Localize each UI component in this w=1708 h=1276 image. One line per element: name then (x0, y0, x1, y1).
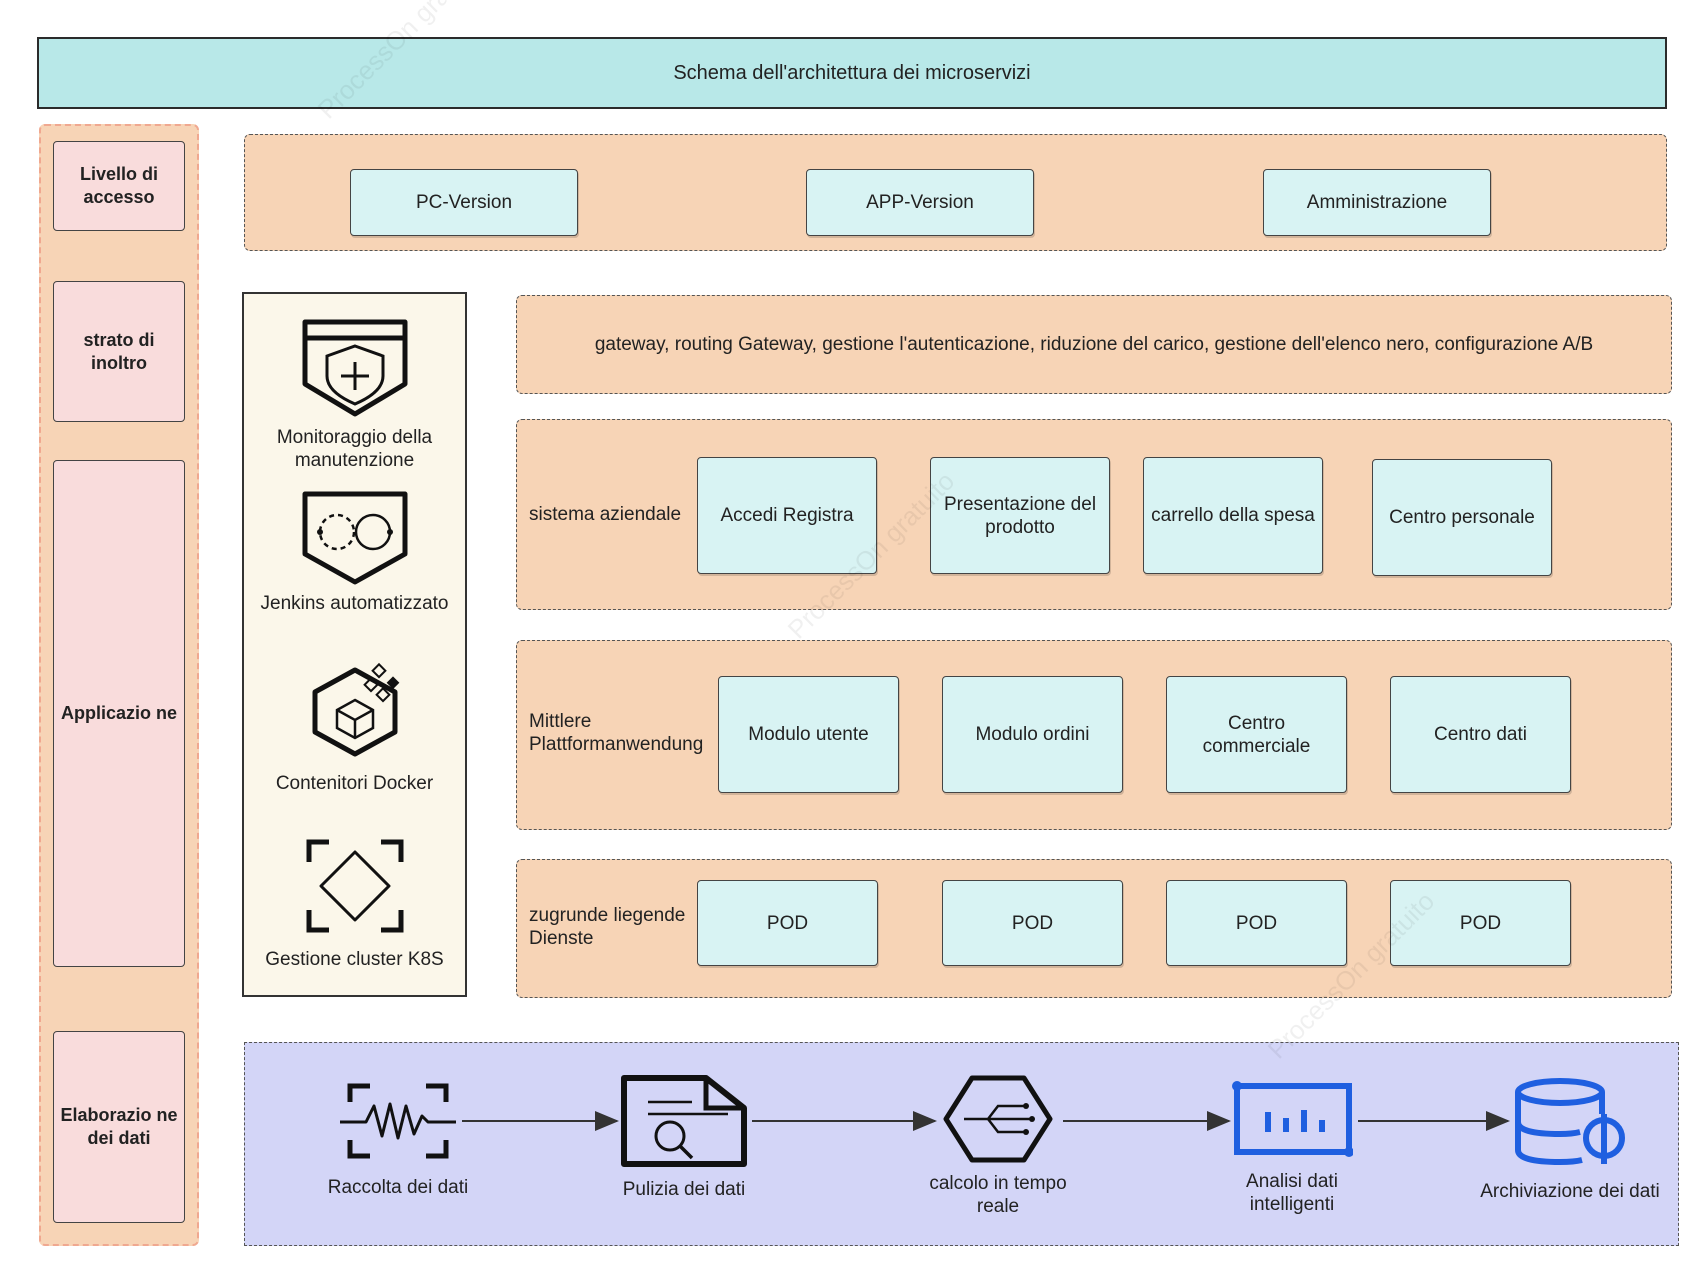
flow-node-storage: Archiviazione dei dati (1470, 1076, 1670, 1203)
business-card-login: Accedi Registra (697, 457, 877, 574)
pod-card-1: POD (697, 880, 878, 966)
business-card-cart: carrello della spesa (1143, 457, 1323, 574)
waveform-icon (340, 1083, 456, 1159)
ops-panel (242, 292, 467, 997)
bar-analytics-icon (1232, 1081, 1353, 1157)
flow-label-collection: Raccolta dei dati (327, 1177, 469, 1198)
ops-item-monitoring: Monitoraggio della manutenzione (244, 318, 465, 472)
ops-item-k8s: Gestione cluster K8S (244, 836, 465, 971)
pod-card-4: POD (1390, 880, 1571, 966)
middle-card-orders: Modulo ordini (942, 676, 1123, 793)
access-card-app: APP-Version (806, 169, 1034, 236)
flow-node-collection: Raccolta dei dati (318, 1080, 478, 1199)
ops-label-docker: Contenitori Docker (275, 773, 434, 794)
database-icon (1515, 1078, 1625, 1166)
business-label: sistema aziendale (529, 503, 682, 525)
ops-item-jenkins: Jenkins automatizzato (244, 490, 465, 615)
hexagon-circuit-icon (943, 1075, 1053, 1163)
ops-label-monitoring: Monitoraggio della manutenzione (276, 427, 433, 471)
underlying-label: zugrunde liegende Dienste (529, 905, 686, 949)
ops-label-k8s: Gestione cluster K8S (265, 949, 444, 970)
pod-card-3: POD (1166, 880, 1347, 966)
middle-card-commerce: Centro commerciale (1166, 676, 1347, 793)
layer-label-access: Livello di accesso (53, 141, 185, 231)
access-card-pc: PC-Version (350, 169, 578, 236)
middle-card-data: Centro dati (1390, 676, 1571, 793)
diagram-title: Schema dell'architettura dei microserviz… (37, 37, 1667, 109)
shield-plus-icon (302, 319, 407, 417)
middle-card-user: Modulo utente (718, 676, 899, 793)
flow-label-cleaning: Pulizia dei dati (622, 1179, 746, 1200)
ops-item-docker: Contenitori Docker (244, 662, 465, 795)
middle-label: Mittlere Plattformanwendung (529, 711, 704, 755)
ops-label-jenkins: Jenkins automatizzato (260, 593, 449, 614)
infinity-loop-icon (302, 491, 407, 585)
business-card-personal: Centro personale (1372, 459, 1552, 576)
layer-label-application: Applicazio ne (53, 460, 185, 967)
gateway-panel: gateway, routing Gateway, gestione l'aut… (516, 295, 1672, 394)
flow-node-cleaning: Pulizia dei dati (604, 1074, 764, 1201)
flow-label-realtime: calcolo in tempo reale (929, 1173, 1067, 1217)
flow-label-storage: Archiviazione dei dati (1480, 1181, 1660, 1202)
flow-node-analysis: Analisi dati intelligenti (1212, 1080, 1372, 1216)
layer-label-data: Elaborazio ne dei dati (53, 1031, 185, 1223)
access-card-admin: Amministrazione (1263, 169, 1491, 236)
flow-label-analysis: Analisi dati intelligenti (1246, 1171, 1338, 1215)
business-card-product: Presentazione del prodotto (930, 457, 1110, 574)
flow-node-realtime: calcolo in tempo reale (918, 1074, 1078, 1218)
layer-label-forwarding: strato di inoltro (53, 281, 185, 422)
cluster-diamond-icon (306, 839, 403, 933)
container-cube-icon (312, 662, 399, 757)
document-search-icon (621, 1075, 747, 1167)
pod-card-2: POD (942, 880, 1123, 966)
